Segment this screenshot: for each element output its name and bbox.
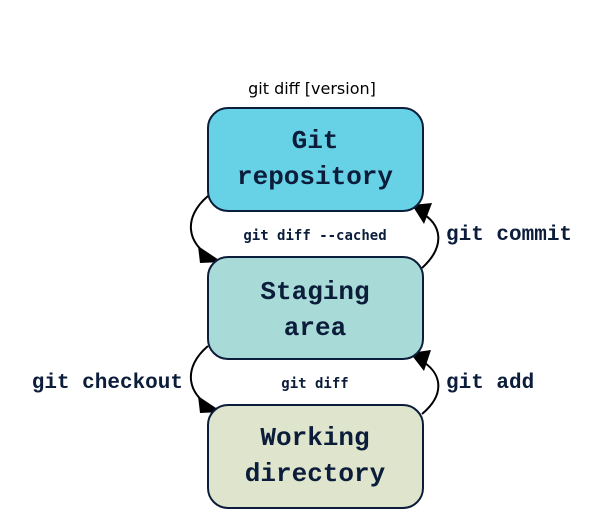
arrowhead-staging-to-repo bbox=[412, 203, 432, 224]
node-working-directory: Working directory bbox=[207, 404, 424, 509]
node-git-repository: Git repository bbox=[207, 107, 424, 212]
node-staging-area-box bbox=[207, 256, 424, 360]
node-working-directory-box bbox=[207, 404, 424, 509]
edge-label-diff-cached: git diff --cached bbox=[243, 228, 386, 244]
node-working-directory-line2: directory bbox=[245, 459, 386, 489]
node-staging-area-line2: area bbox=[284, 313, 346, 343]
arrow-staging-to-working bbox=[190, 345, 211, 407]
node-working-directory-line1: Working bbox=[260, 423, 369, 453]
edge-label-diff: git diff bbox=[281, 376, 348, 392]
node-git-repository-line1: Git bbox=[292, 126, 339, 156]
node-git-repository-line2: repository bbox=[237, 162, 393, 192]
edge-label-add: git add bbox=[446, 372, 534, 395]
node-staging-area-line1: Staging bbox=[260, 277, 369, 307]
diagram-caption: git diff [version] bbox=[248, 79, 376, 98]
edge-label-commit: git commit bbox=[446, 224, 572, 247]
edge-label-checkout: git checkout bbox=[32, 372, 183, 395]
node-git-repository-box bbox=[207, 107, 424, 212]
arrowhead-repo-to-staging bbox=[198, 246, 222, 263]
node-staging-area: Staging area bbox=[207, 256, 424, 360]
arrow-repo-to-staging bbox=[190, 195, 211, 257]
